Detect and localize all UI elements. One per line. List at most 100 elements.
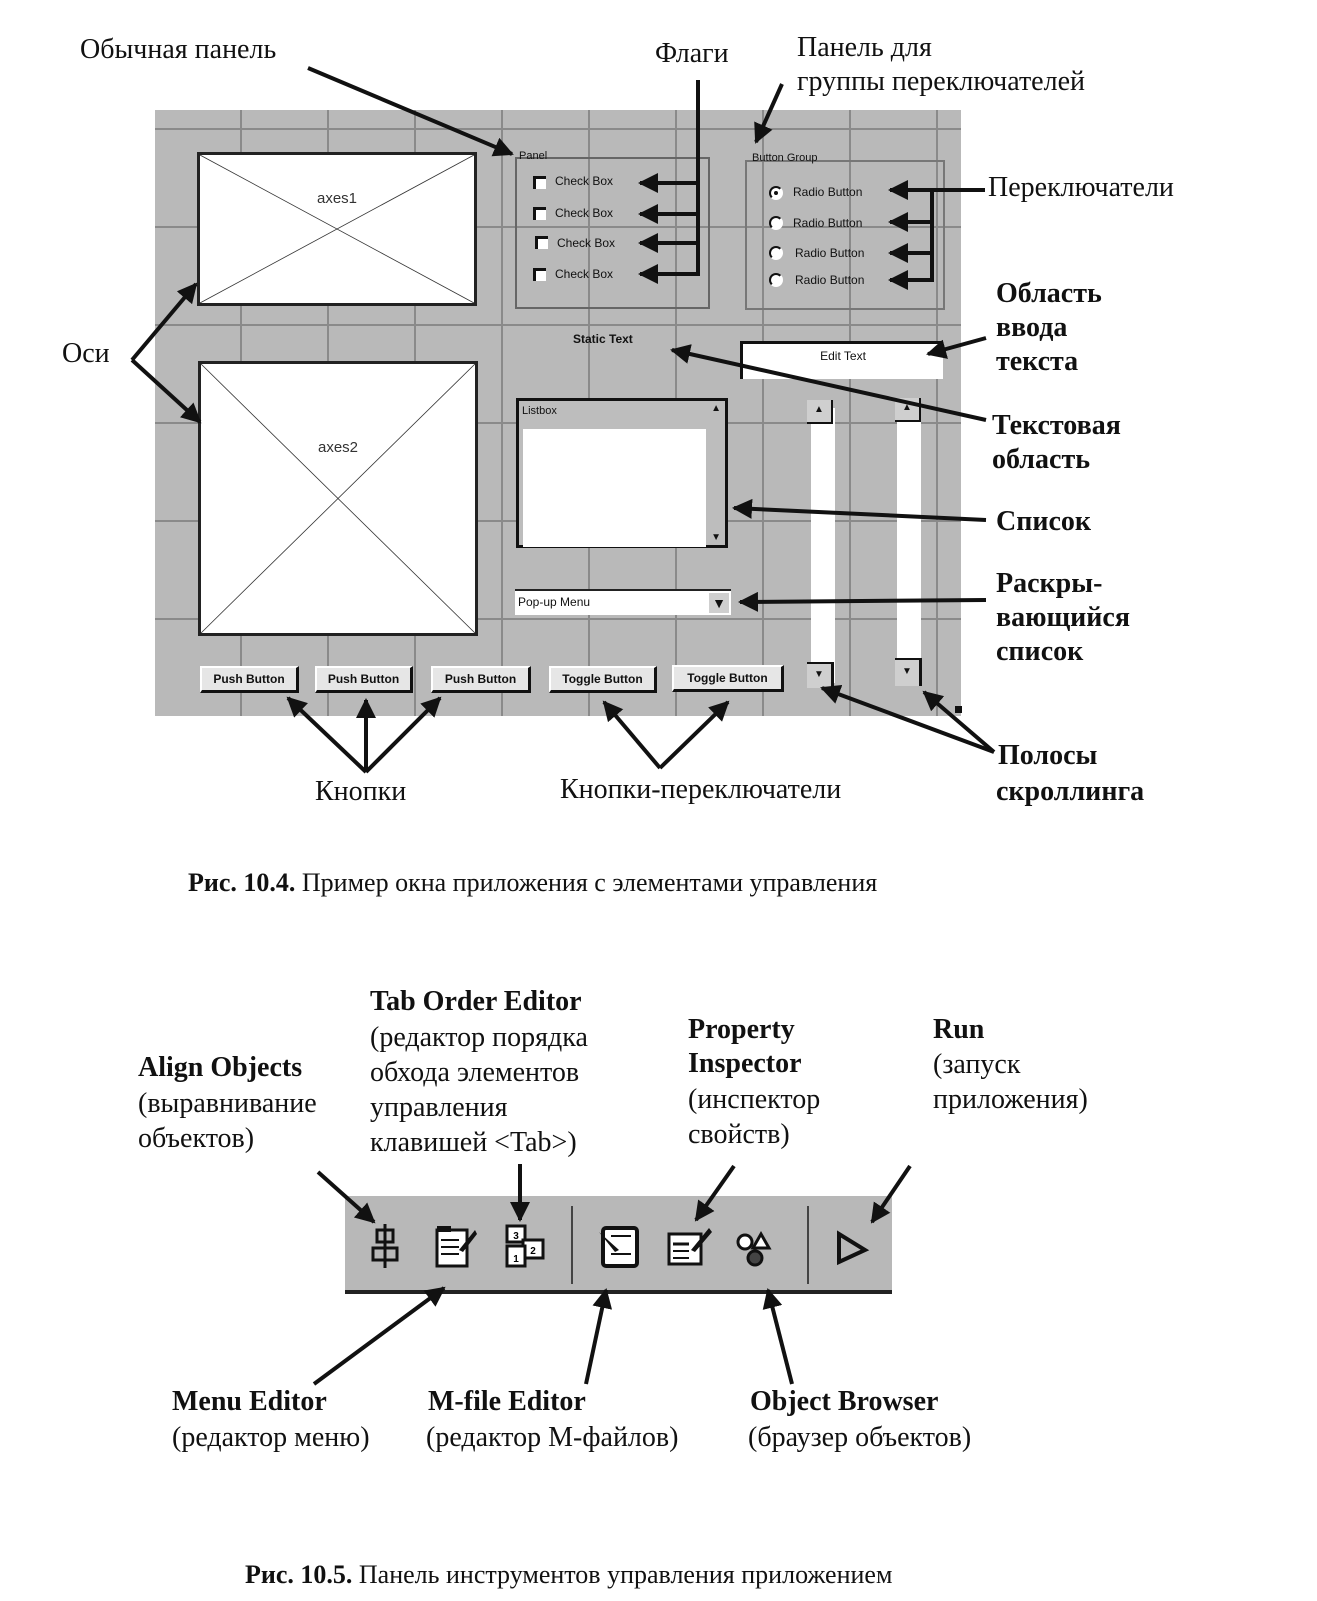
label-ordinary-panel: Обычная панель	[80, 34, 277, 65]
figure-10-5-caption: Рис. 10.5. Панель инструментов управлени…	[245, 1560, 892, 1590]
popup-dropdown-icon[interactable]: ▼	[709, 593, 729, 613]
axes1-cross	[200, 155, 474, 303]
radio-button-2[interactable]	[769, 216, 783, 230]
label-align-desc-1: (выравнивание	[138, 1088, 317, 1119]
label-run: Run	[933, 1014, 985, 1045]
radio-label-1: Radio Button	[793, 185, 863, 199]
axes1[interactable]: axes1	[197, 152, 477, 306]
checkbox-2[interactable]	[533, 207, 546, 220]
object-browser-icon[interactable]	[731, 1220, 783, 1272]
run-icon[interactable]	[825, 1220, 877, 1272]
label-menu-editor-desc: (редактор меню)	[172, 1422, 370, 1453]
align-objects-icon[interactable]	[361, 1220, 413, 1272]
figure-10-5-caption-number: Рис. 10.5.	[245, 1560, 353, 1589]
checkbox-label-4: Check Box	[555, 267, 614, 281]
label-tab-order-desc-3: управления	[370, 1092, 508, 1123]
radio-label-3: Radio Button	[795, 246, 865, 260]
checkbox-1[interactable]	[533, 176, 546, 189]
toolbar-separator-2	[807, 1206, 809, 1284]
panel-title: Panel	[519, 150, 548, 162]
scrollbar-2-down-icon[interactable]: ▼	[895, 658, 922, 686]
listbox[interactable]: Listbox ▲ ▼	[516, 398, 728, 548]
toggle-button-1[interactable]: Toggle Button	[549, 666, 657, 693]
figure-10-4-caption-number: Рис. 10.4.	[188, 868, 296, 897]
popup-menu-value: Pop-up Menu	[518, 595, 591, 609]
property-inspector-icon[interactable]	[663, 1220, 715, 1272]
checkbox-4[interactable]	[533, 268, 546, 281]
radio-button-3[interactable]	[769, 246, 783, 260]
label-run-desc-1: (запуск	[933, 1049, 1021, 1080]
gui-layout-window: axes1 axes2 Panel Check Box Check Box Ch…	[155, 110, 962, 716]
label-object-browser: Object Browser	[750, 1386, 939, 1417]
toggle-button-2[interactable]: Toggle Button	[672, 665, 784, 692]
listbox-scroll-down-icon[interactable]: ▼	[711, 532, 721, 543]
radio-button-4[interactable]	[769, 273, 783, 287]
push-button-3[interactable]: Push Button	[431, 666, 531, 693]
axes2-label: axes2	[317, 439, 359, 456]
label-button-group-panel-1: Панель для	[797, 32, 932, 63]
label-edit-area-3: текста	[996, 346, 1079, 377]
radio-button-1[interactable]	[769, 186, 783, 200]
checkbox-label-1: Check Box	[555, 174, 614, 188]
panel	[515, 157, 710, 309]
figure-10-4-caption-text: Пример окна приложения с элементами упра…	[295, 868, 878, 897]
listbox-content	[523, 429, 706, 547]
layout-toolbar: 3 2 1	[345, 1196, 892, 1294]
checkbox-label-3: Check Box	[557, 236, 616, 250]
figure-10-4-caption: Рис. 10.4. Пример окна приложения с элем…	[188, 868, 877, 898]
label-m-file-editor: M-file Editor	[428, 1386, 586, 1417]
button-group-panel	[745, 160, 945, 310]
checkbox-3[interactable]	[535, 236, 548, 249]
figure-10-5-caption-text: Панель инструментов управления приложени…	[352, 1560, 893, 1589]
label-scrollbars-1: Полосы	[998, 740, 1098, 771]
popup-menu[interactable]: Pop-up Menu ▼	[515, 589, 731, 615]
listbox-scroll-up-icon[interactable]: ▲	[711, 403, 721, 414]
toolbar-separator	[571, 1206, 573, 1284]
checkbox-label-2: Check Box	[555, 206, 614, 220]
m-file-editor-icon[interactable]	[593, 1220, 645, 1272]
scrollbar-1-track[interactable]	[811, 408, 835, 683]
label-menu-editor: Menu Editor	[172, 1386, 327, 1417]
label-static-text-2: область	[992, 444, 1090, 475]
scrollbar-2-track[interactable]	[897, 408, 921, 670]
label-run-desc-2: приложения)	[933, 1084, 1088, 1115]
label-property-desc-1: (инспектор	[688, 1084, 821, 1115]
menu-editor-icon[interactable]	[429, 1220, 481, 1272]
axes2[interactable]: axes2	[198, 361, 478, 636]
label-edit-area-1: Область	[996, 278, 1102, 309]
resize-handle-icon[interactable]	[955, 706, 962, 713]
label-tab-order-desc-1: (редактор порядка	[370, 1022, 588, 1053]
label-property-inspector-2: Inspector	[688, 1048, 802, 1079]
label-property-inspector-1: Property	[688, 1014, 795, 1045]
label-button-group-panel-2: группы переключателей	[797, 66, 1085, 97]
label-radio-buttons: Переключатели	[988, 172, 1174, 203]
tab-order-editor-icon[interactable]: 3 2 1	[497, 1220, 549, 1272]
scrollbar-1-down-icon[interactable]: ▼	[807, 662, 834, 688]
label-listbox: Список	[996, 506, 1092, 537]
label-align-desc-2: объектов)	[138, 1123, 255, 1154]
label-flags: Флаги	[655, 38, 729, 69]
label-m-file-editor-desc: (редактор М-файлов)	[426, 1422, 679, 1453]
push-button-2[interactable]: Push Button	[315, 666, 413, 693]
axes2-cross	[201, 364, 475, 633]
svg-text:3: 3	[513, 1231, 519, 1242]
label-toggle-buttons: Кнопки-переключатели	[560, 774, 842, 805]
label-scrollbars-2: скроллинга	[996, 776, 1145, 807]
scrollbar-1-up-icon[interactable]: ▲	[807, 400, 833, 424]
axes1-label: axes1	[316, 190, 358, 207]
label-popup-2: вающийся	[996, 602, 1130, 633]
label-tab-order-desc-2: обхода элементов	[370, 1057, 580, 1088]
label-property-desc-2: свойств)	[688, 1119, 790, 1150]
edit-text-field[interactable]: Edit Text	[740, 341, 943, 379]
push-button-1[interactable]: Push Button	[200, 666, 299, 693]
listbox-item[interactable]: Listbox	[522, 405, 557, 417]
label-popup-1: Раскры-	[996, 568, 1103, 599]
label-push-buttons: Кнопки	[315, 776, 407, 807]
scrollbar-2-up-icon[interactable]: ▲	[895, 398, 921, 422]
label-edit-area-2: ввода	[996, 312, 1068, 343]
edit-text-value: Edit Text	[820, 349, 866, 363]
label-popup-3: список	[996, 636, 1084, 667]
svg-text:2: 2	[530, 1246, 536, 1257]
label-tab-order-desc-4: клавишей <Tab>)	[370, 1127, 577, 1158]
static-text: Static Text	[573, 332, 633, 346]
